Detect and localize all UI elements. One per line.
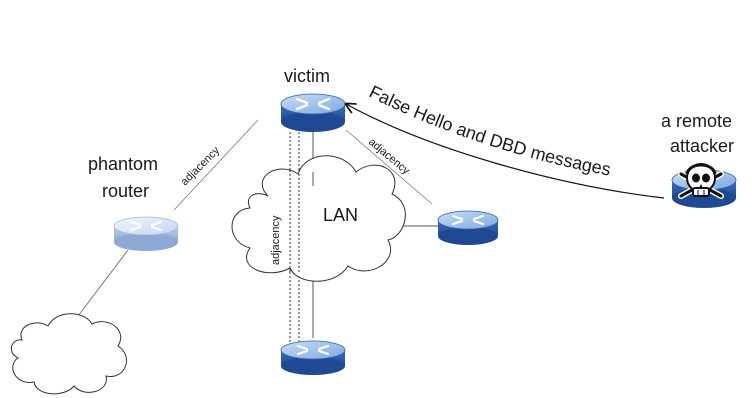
phantom-label-line2: router xyxy=(102,181,149,201)
attack-arrow xyxy=(346,104,665,199)
adjacency-line-right xyxy=(345,129,433,205)
skull-crossbones-icon xyxy=(678,163,724,199)
attacker-label-line1: a remote xyxy=(661,111,732,131)
bottom-router-icon xyxy=(280,340,346,375)
adjacency-label-lan: adjacency xyxy=(270,215,282,265)
phantom-router-icon xyxy=(113,216,179,251)
victim-router-icon xyxy=(280,93,346,132)
bottom-left-cloud-icon xyxy=(10,313,127,395)
adjacency-line-phantom xyxy=(173,119,259,211)
attacker-label-line2: attacker xyxy=(670,136,734,156)
lan-label: LAN xyxy=(323,205,358,225)
victim-label: victim xyxy=(284,66,330,86)
phantom-label-line1: phantom xyxy=(88,154,158,174)
lan-cloud-icon xyxy=(231,155,406,282)
right-router-icon xyxy=(437,210,499,245)
